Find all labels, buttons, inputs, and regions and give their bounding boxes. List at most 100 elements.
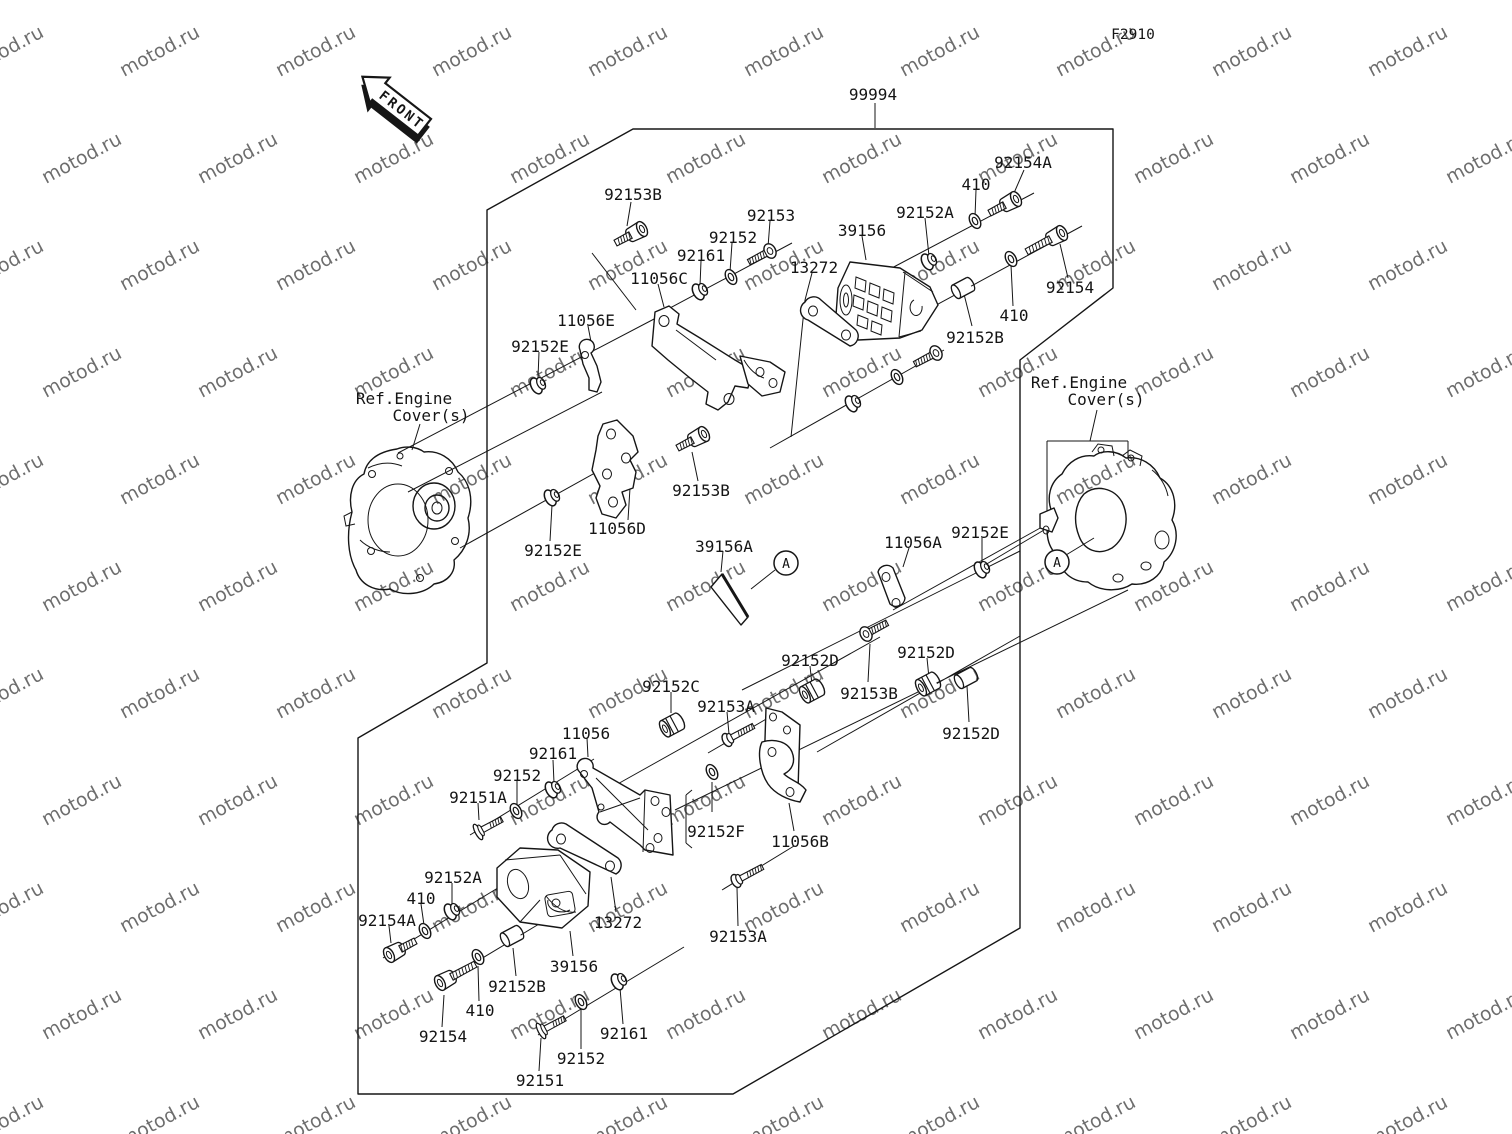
watermark-text: motod.ru [272,1091,359,1134]
watermark-text: motod.ru [38,342,125,402]
bracket-11056c [651,305,786,411]
part-number-label: 11056B [771,832,829,851]
watermark-text: motod.ru [428,21,515,81]
ref-cover-bracket-right [1046,440,1129,519]
part-number-label: 92152F [687,822,745,841]
part-number-label: 39156A [695,537,753,556]
watermark-text: motod.ru [818,770,905,830]
part-number-label: 92153B [604,185,662,204]
part-number-label: 11056A [884,533,942,552]
watermark-text: motod.ru [1052,1091,1139,1134]
watermark-text: motod.ru [194,128,281,188]
watermark-text: motod.ru [428,235,515,295]
watermark-text: motod.ru [194,556,281,616]
watermark-text: motod.ru [38,128,125,188]
part-number-label: 92154A [358,911,416,930]
watermark-text: motod.ru [1364,663,1451,723]
part-number-label: 410 [962,175,991,194]
watermark-text: motod.ru [1286,556,1373,616]
plate-13272-lower [546,822,622,875]
watermark-text: motod.ru [272,877,359,937]
part-number-label: 92161 [677,246,725,265]
watermark-text: motod.ru [0,877,47,937]
watermark-text: motod.ru [1286,984,1373,1044]
pad-39156-upper [835,261,939,341]
plate-13272-upper [799,296,859,347]
part-number-label: 92161 [529,744,577,763]
part-number-label: 92153A [697,697,755,716]
ref-engine-cover-right-label: Ref.Engine Cover(s) [1031,373,1145,409]
watermark-text: motod.ru [584,1091,671,1134]
svg-text:Cover(s): Cover(s) [1067,390,1144,409]
watermark-text: motod.ru [974,770,1061,830]
watermark-text: motod.ru [1130,128,1217,188]
watermark-text: motod.ru [1208,877,1295,937]
watermark-text: motod.ru [740,21,827,81]
wedge-39156a [710,573,750,626]
part-number-label: 92152D [942,724,1000,743]
watermark-text: motod.ru [1364,235,1451,295]
part-number-label: 92152E [951,523,1009,542]
watermark-text: motod.ru [38,770,125,830]
watermark-text: motod.ru [1208,663,1295,723]
watermark-text: motod.ru [584,21,671,81]
leader-lines [388,103,1098,1072]
pad-39156-lower [496,847,591,929]
watermark-text: motod.ru [1286,342,1373,402]
watermark-text: motod.ru [272,235,359,295]
bracket-11056 [576,757,674,856]
watermark-text: motod.ru [194,984,281,1044]
watermark-text: motod.ru [506,556,593,616]
page-code: F2910 [1111,27,1155,43]
part-number-label: 92161 [600,1024,648,1043]
watermark-text: motod.ru [1130,770,1217,830]
watermark-text: motod.ru [1442,770,1512,830]
part-number-label: 92152B [946,328,1004,347]
part-number-label: 11056 [562,724,610,743]
part-number-label: 92152E [524,541,582,560]
watermark-text: motod.ru [896,1091,983,1134]
svg-text:Cover(s): Cover(s) [392,406,469,425]
part-number-label: 92153A [709,927,767,946]
watermark-text: motod.ru [0,21,47,81]
watermark-text: motod.ru [116,1091,203,1134]
part-number-label: 92152 [557,1049,605,1068]
watermark-text: motod.ru [1208,235,1295,295]
watermark-text: motod.ru [116,663,203,723]
watermark-text: motod.ru [0,663,47,723]
part-number-label: 92153 [747,206,795,225]
watermark-text: motod.ru [116,449,203,509]
part-number-label: 92152B [488,977,546,996]
watermark-text: motod.ru [1364,1091,1451,1134]
part-number-label: 410 [466,1001,495,1020]
watermark-text: motod.ru [350,770,437,830]
part-number-label: 92152C [642,677,700,696]
watermark-text: motod.ru [896,449,983,509]
part-number-label: 13272 [594,913,642,932]
part-number-label: 92154 [1046,278,1094,297]
part-number-label: 92152D [897,643,955,662]
svg-text:A: A [782,557,790,572]
watermark-text: motod.ru [1286,128,1373,188]
engine-cover-right [1039,443,1177,591]
part-number-label: 92152A [896,203,954,222]
part-number-label: 92151A [449,788,507,807]
watermark-text: motod.ru [1208,1091,1295,1134]
watermark-text: motod.ru [350,556,437,616]
watermark-text: motod.ru [1052,877,1139,937]
view-marker-a-right: A [1044,549,1070,575]
watermark-text: motod.ru [662,128,749,188]
part-number-label: 92153B [840,684,898,703]
watermark-text: motod.ru [272,663,359,723]
svg-text:Ref.Engine: Ref.Engine [1031,373,1127,392]
watermark-text: motod.ru [740,449,827,509]
watermark-text: motod.ru [116,21,203,81]
watermark-text: motod.ru [818,984,905,1044]
watermark-text: motod.ru [1442,342,1512,402]
watermark-text: motod.ru [974,984,1061,1044]
watermark-text: motod.ru [1442,128,1512,188]
watermark-text: motod.ru [38,556,125,616]
